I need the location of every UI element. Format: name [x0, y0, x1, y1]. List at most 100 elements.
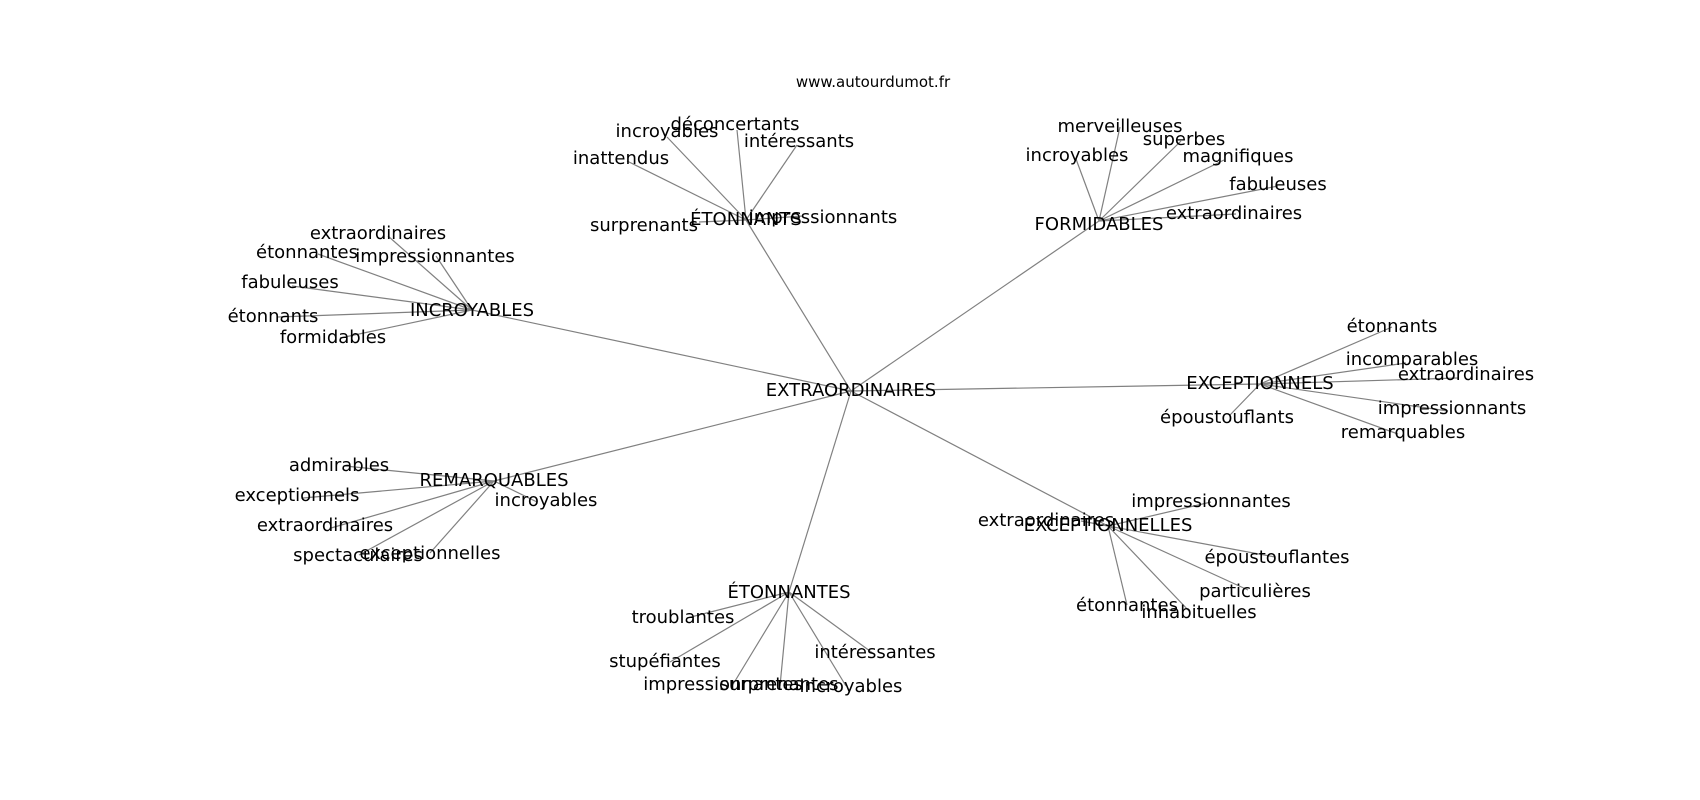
leaf-node-label: époustouflantes [1204, 547, 1349, 568]
leaf-edge [666, 136, 747, 221]
leaf-edge [736, 129, 747, 221]
leaf-edge [1259, 326, 1393, 385]
leaf-edge [1259, 377, 1459, 385]
leaf-edge [302, 480, 495, 499]
leaf-node-label: superbes [1143, 129, 1226, 150]
leaf-edge [745, 144, 798, 221]
leaf-node-label: incomparables [1346, 349, 1479, 370]
leaf-edge [429, 480, 495, 554]
leaf-edge [788, 591, 875, 655]
leaf-node-label: admirables [289, 455, 389, 476]
leaf-node-label: spectaculaires [293, 545, 423, 566]
leaf-node-label: exceptionnelles [360, 543, 501, 564]
leaf-edge [1098, 159, 1225, 222]
leaf-edge [779, 591, 790, 687]
leaf-edge [745, 215, 804, 221]
leaf-node-label: surprenants [590, 215, 698, 236]
leaf-edge [669, 591, 790, 663]
leaf-edge [1098, 213, 1237, 222]
leaf-node-label: incroyables [495, 490, 598, 511]
leaf-edge [788, 591, 847, 687]
leaf-node-label: surprenantes [719, 674, 838, 695]
leaf-node-label: impressionnants [1378, 398, 1527, 419]
center-edge [493, 390, 852, 482]
cluster-node-label: ÉTONNANTS [690, 208, 802, 230]
cluster-node-label: FORMIDABLES [1035, 214, 1164, 235]
leaf-node-label: étonnantes [256, 242, 358, 263]
leaf-node-label: exceptionnels [235, 485, 360, 506]
leaf-edge [1098, 140, 1182, 222]
leaf-node-label: fabuleuses [241, 272, 339, 293]
leaf-edge [698, 219, 747, 223]
graph-edges [277, 126, 1459, 687]
leaf-node-label: incroyables [800, 676, 903, 697]
watermark: www.autourdumot.fr [796, 73, 951, 91]
leaf-node-label: extraordinaires [1166, 203, 1302, 224]
cluster-node-label: ÉTONNANTES [727, 581, 850, 603]
leaf-node-label: déconcertants [670, 114, 799, 135]
leaf-node-label: incroyables [616, 121, 719, 142]
leaf-node-label: particulières [1199, 581, 1311, 602]
leaf-edge [1075, 158, 1100, 222]
leaf-edge [1107, 525, 1249, 591]
leaf-edge [277, 309, 473, 318]
leaf-edge [731, 591, 790, 687]
cluster-node-label: INCROYABLES [410, 300, 534, 321]
leaf-edge [435, 255, 473, 311]
leaf-node-label: étonnants [1347, 316, 1438, 337]
leaf-edge [330, 480, 495, 529]
leaf-node-label: merveilleuses [1057, 116, 1182, 137]
center-node-label: EXTRAORDINAIRES [766, 380, 936, 401]
leaf-edge [1080, 520, 1109, 527]
leaf-node-label: extraordinaires [310, 223, 446, 244]
leaf-edge [1107, 525, 1128, 606]
leaf-node-label: intéressantes [814, 642, 935, 663]
leaf-edge [1098, 126, 1121, 222]
leaf-edge [317, 253, 473, 311]
leaf-edge [1259, 383, 1399, 435]
leaf-node-label: fabuleuses [1229, 174, 1327, 195]
leaf-edge [1107, 525, 1191, 613]
center-edge [850, 390, 1109, 527]
leaf-edge [626, 160, 747, 221]
leaf-edge [1107, 525, 1276, 558]
leaf-edge [1229, 383, 1261, 416]
leaf-node-label: impressionnants [749, 207, 898, 228]
leaf-node-label: époustouflants [1160, 407, 1294, 428]
center-edge [745, 219, 852, 392]
leaf-node-label: intéressants [744, 131, 854, 152]
leaf-node-label: magnifiques [1182, 146, 1293, 167]
leaf-edge [1098, 185, 1279, 222]
center-edge [850, 383, 1261, 392]
cluster-node-label: REMARQUABLES [419, 470, 568, 491]
leaf-node-label: impressionnantes [1131, 491, 1291, 512]
cluster-node-label: EXCEPTIONNELS [1186, 373, 1333, 394]
center-edge [850, 220, 1100, 392]
leaf-edge [358, 480, 495, 556]
center-edge [788, 390, 852, 593]
leaf-node-label: formidables [280, 327, 386, 348]
leaf-edge [1107, 501, 1212, 527]
leaf-edge [1259, 383, 1449, 412]
leaf-edge [1259, 362, 1407, 385]
leaf-node-label: incroyables [1026, 145, 1129, 166]
leaf-node-label: extraordinaires [978, 510, 1114, 531]
cluster-node-label: EXCEPTIONNELLES [1024, 515, 1193, 536]
leaf-node-label: impressionnantes [643, 674, 803, 695]
leaf-node-label: stupéfiantes [609, 651, 721, 672]
leaf-edge [291, 285, 473, 311]
leaf-node-label: étonnantes [1076, 595, 1178, 616]
leaf-edge [344, 465, 495, 482]
center-edge [471, 309, 852, 392]
leaf-node-label: troublantes [632, 607, 735, 628]
leaf-edge [493, 480, 538, 503]
leaf-edge [387, 235, 473, 311]
leaf-node-label: impressionnantes [355, 246, 515, 267]
leaf-edge [686, 591, 790, 619]
leaf-node-label: extraordinaires [257, 515, 393, 536]
leaf-node-label: extraordinaires [1398, 364, 1534, 385]
leaf-node-label: inhabituelles [1141, 602, 1256, 623]
leaf-node-label: étonnants [228, 306, 319, 327]
leaf-node-label: inattendus [573, 148, 669, 169]
